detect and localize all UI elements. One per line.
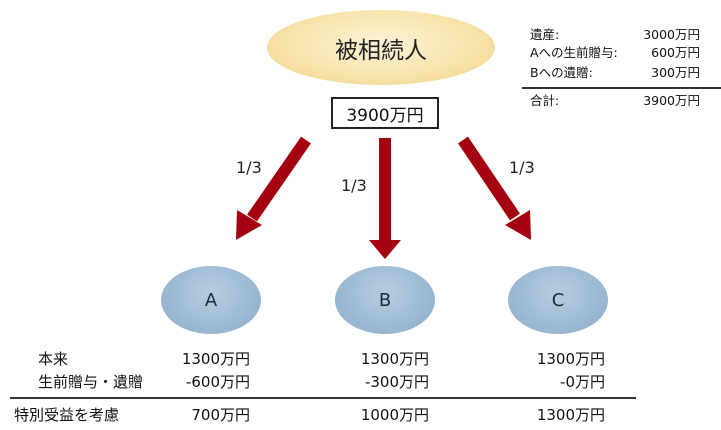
row-label-base: 本来	[38, 350, 69, 368]
estate-total-value: 3900万円	[346, 105, 424, 126]
heir-a-base: 1300万円	[181, 350, 250, 368]
heir-node-b: B	[335, 266, 435, 334]
heir-name: C	[551, 289, 565, 311]
result-divider	[10, 397, 636, 399]
heir-node-c: C	[508, 266, 608, 334]
decedent-node: 被相続人	[267, 10, 495, 85]
estate-total-box: 3900万円	[331, 97, 439, 129]
heir-node-a: A	[161, 266, 261, 334]
summary-row-estate: 遺産: 3000万円	[530, 26, 700, 44]
share-label-a: 1/3	[236, 158, 262, 177]
summary-row-total: 合計: 3900万円	[530, 92, 700, 110]
heir-a-deduction: -600万円	[185, 373, 250, 391]
share-label-c: 1/3	[509, 158, 535, 177]
heir-a-result: 700万円	[191, 406, 250, 424]
heir-b-result: 1000万円	[360, 406, 429, 424]
heir-name: B	[378, 289, 392, 311]
summary-row-gift-a: Aへの生前贈与: 600万円	[530, 44, 700, 62]
summary-total-label: 合計:	[530, 93, 560, 108]
arrow-to-a	[236, 136, 311, 240]
arrow-to-b	[369, 138, 401, 259]
summary-divider	[522, 87, 721, 89]
arrow-to-c	[458, 136, 531, 240]
summary-label: 遺産:	[530, 27, 560, 42]
heir-c-result: 1300万円	[536, 406, 605, 424]
summary-label: Bへの遺贈:	[530, 65, 593, 80]
summary-label: Aへの生前贈与:	[530, 45, 618, 60]
heir-name: A	[204, 289, 218, 311]
summary-value: 600万円	[651, 45, 700, 60]
summary-total-value: 3900万円	[643, 93, 700, 108]
heir-c-deduction: -0万円	[560, 373, 605, 391]
summary-row-bequest-b: Bへの遺贈: 300万円	[530, 64, 700, 82]
heir-b-base: 1300万円	[360, 350, 429, 368]
row-label-deduction: 生前贈与・遺贈	[38, 373, 144, 391]
heir-b-deduction: -300万円	[364, 373, 429, 391]
decedent-label: 被相続人	[335, 37, 427, 64]
summary-value: 300万円	[651, 65, 700, 80]
share-label-b: 1/3	[341, 176, 367, 195]
row-label-result: 特別受益を考慮	[14, 406, 120, 424]
heir-c-base: 1300万円	[536, 350, 605, 368]
summary-value: 3000万円	[643, 27, 700, 42]
